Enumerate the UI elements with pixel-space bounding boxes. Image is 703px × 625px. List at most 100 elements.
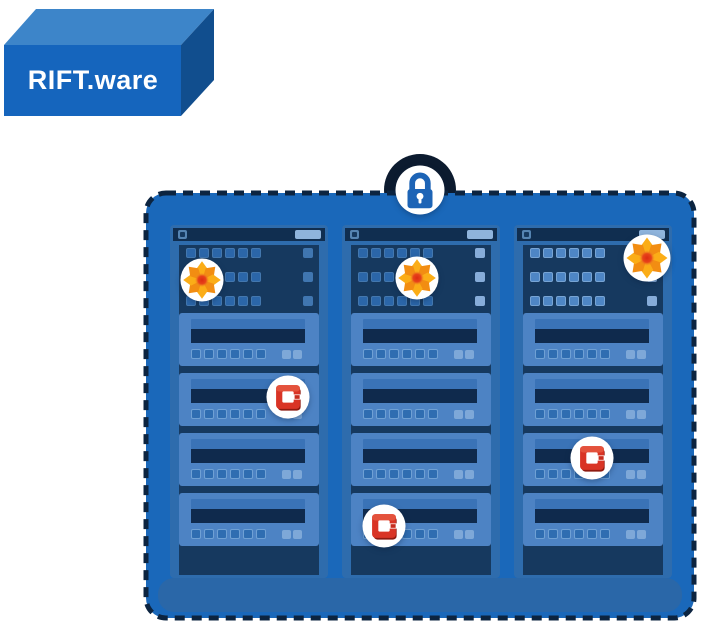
unit-light xyxy=(282,350,291,359)
led-indicator xyxy=(199,248,209,258)
server-unit xyxy=(351,313,491,366)
server-unit xyxy=(523,313,663,366)
unit-button xyxy=(415,469,425,479)
box-side-face xyxy=(181,9,214,116)
openstack-icon xyxy=(570,436,614,480)
led-indicator xyxy=(556,248,566,258)
unit-button xyxy=(230,409,240,419)
unit-button xyxy=(574,409,584,419)
unit-light xyxy=(637,410,646,419)
led-indicator xyxy=(238,248,248,258)
led-indicator xyxy=(530,248,540,258)
unit-display-top xyxy=(363,379,477,389)
unit-light xyxy=(454,470,463,479)
vent-icon-core xyxy=(524,232,529,237)
unit-button xyxy=(428,469,438,479)
unit-light xyxy=(293,530,302,539)
topbar-slot xyxy=(295,230,321,239)
server-unit xyxy=(523,373,663,426)
cluster-icon xyxy=(395,256,439,300)
unit-button xyxy=(191,529,201,539)
status-light xyxy=(475,248,485,258)
server-unit xyxy=(179,493,319,546)
unit-light xyxy=(626,530,635,539)
topbar-slot xyxy=(467,230,493,239)
led-indicator xyxy=(423,248,433,258)
unit-display-top xyxy=(363,319,477,329)
unit-light xyxy=(465,350,474,359)
led-indicator xyxy=(251,272,261,282)
unit-display-top xyxy=(535,319,649,329)
unit-button xyxy=(415,409,425,419)
cluster-icon-badge xyxy=(623,234,671,282)
led-indicator xyxy=(582,248,592,258)
unit-light xyxy=(626,470,635,479)
unit-button xyxy=(561,349,571,359)
led-indicator xyxy=(371,272,381,282)
unit-display-top xyxy=(191,379,305,389)
led-indicator xyxy=(582,296,592,306)
unit-display xyxy=(363,449,477,463)
lock-icon-badge xyxy=(395,165,445,215)
led-indicator xyxy=(238,272,248,282)
unit-light xyxy=(282,470,291,479)
led-indicator xyxy=(358,296,368,306)
unit-button xyxy=(415,349,425,359)
unit-display-top xyxy=(191,499,305,509)
led-indicator xyxy=(569,272,579,282)
led-indicator xyxy=(238,296,248,306)
unit-display xyxy=(191,449,305,463)
unit-button xyxy=(243,409,253,419)
rift-ware-box: RIFT.ware xyxy=(4,8,216,118)
unit-light xyxy=(293,350,302,359)
status-light xyxy=(303,248,313,258)
led-indicator xyxy=(225,248,235,258)
led-indicator xyxy=(358,272,368,282)
unit-button xyxy=(204,349,214,359)
led-indicator xyxy=(595,296,605,306)
unit-button xyxy=(587,529,597,539)
unit-display-top xyxy=(535,499,649,509)
led-indicator xyxy=(212,248,222,258)
unit-button xyxy=(402,409,412,419)
unit-button xyxy=(256,349,266,359)
cluster-icon-badge xyxy=(180,258,224,302)
led-indicator xyxy=(582,272,592,282)
rack-topbar xyxy=(173,228,325,241)
unit-button xyxy=(376,409,386,419)
led-indicator xyxy=(225,296,235,306)
led-indicator xyxy=(384,272,394,282)
unit-button xyxy=(204,529,214,539)
unit-display-top xyxy=(535,379,649,389)
unit-button xyxy=(256,529,266,539)
unit-display-top xyxy=(363,439,477,449)
unit-display xyxy=(363,389,477,403)
server-unit xyxy=(351,433,491,486)
unit-button xyxy=(389,409,399,419)
unit-button xyxy=(243,469,253,479)
box-front-face xyxy=(4,45,181,116)
unit-button xyxy=(574,349,584,359)
status-light xyxy=(303,272,313,282)
unit-button xyxy=(204,409,214,419)
led-indicator xyxy=(569,248,579,258)
unit-button xyxy=(561,409,571,419)
led-indicator xyxy=(212,296,222,306)
topbar-slot xyxy=(639,230,665,239)
unit-light xyxy=(465,470,474,479)
unit-button xyxy=(548,409,558,419)
status-light xyxy=(303,296,313,306)
unit-button xyxy=(402,469,412,479)
unit-display xyxy=(191,509,305,523)
unit-button xyxy=(230,349,240,359)
unit-button xyxy=(363,349,373,359)
unit-button xyxy=(548,469,558,479)
unit-button xyxy=(243,349,253,359)
box-top-face xyxy=(4,9,214,45)
unit-button xyxy=(376,349,386,359)
vent-icon xyxy=(178,230,187,239)
led-indicator xyxy=(225,272,235,282)
unit-display xyxy=(535,509,649,523)
